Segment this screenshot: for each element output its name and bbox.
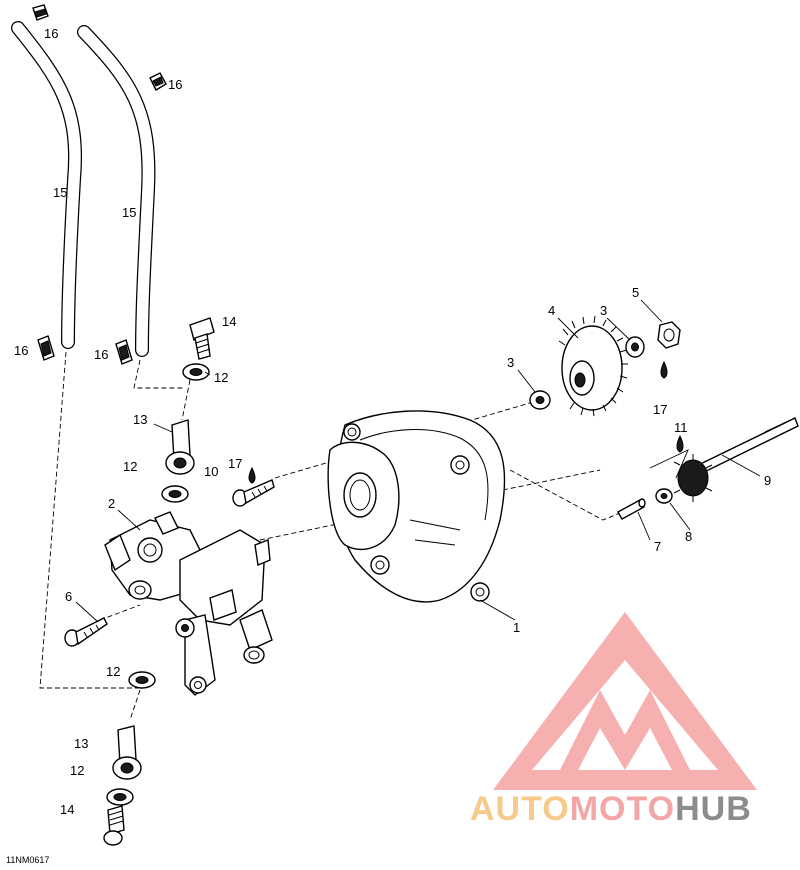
callout-12-mid: 12: [123, 459, 137, 474]
callout-12-bottom: 12: [70, 763, 84, 778]
hose-left: [11, 21, 82, 349]
adhesive-drop-11: [676, 434, 684, 453]
callout-2: 2: [108, 496, 115, 511]
svg-text:AUTOMOTOHUB: AUTOMOTOHUB: [470, 790, 752, 828]
callout-5: 5: [632, 285, 639, 300]
callout-13-top: 13: [133, 412, 147, 427]
callout-13-bottom: 13: [74, 736, 88, 751]
callout-16-bottom-left: 16: [14, 343, 28, 358]
nut-5: [657, 321, 681, 349]
callout-6: 6: [65, 589, 72, 604]
washer-3-right: [625, 336, 645, 358]
leader-lines: [75, 299, 761, 623]
pump-cover: [327, 410, 506, 603]
callout-1: 1: [513, 620, 520, 635]
drawing-reference-code: 11NM0617: [6, 855, 49, 865]
washer-3-left: [529, 390, 551, 410]
hose-clamp-top-left: [32, 4, 49, 21]
watermark-logo: AUTOMOTOHUB: [470, 612, 757, 828]
banjo-bolt-top: [189, 317, 215, 360]
sealing-washer-lower: [128, 671, 156, 689]
hose-clamp-bottom-left: [37, 335, 55, 361]
callout-17-right: 17: [653, 402, 667, 417]
callout-14-bottom: 14: [60, 802, 74, 817]
callout-12-lower: 12: [106, 664, 120, 679]
hose-clamp-top-right: [149, 72, 167, 91]
callout-7: 7: [654, 539, 661, 554]
adhesive-drop-17-right: [660, 360, 668, 379]
hose-right: [77, 25, 156, 357]
watermark-m-shape: [560, 690, 690, 770]
callout-16-top-right: 16: [168, 77, 182, 92]
callout-3-left: 3: [507, 355, 514, 370]
callout-16-top-left: 16: [44, 26, 58, 41]
sealing-washer-mid: [161, 485, 189, 503]
pin-7: [617, 498, 646, 520]
screw-6: [64, 617, 108, 647]
sealing-washer-bottom: [106, 788, 134, 806]
watermark-text-hub: HUB: [675, 790, 752, 828]
callout-labels: 1 2 3 3 4 5 6 7 8 9 10 11 12 12 12 12 13…: [14, 26, 771, 817]
callout-15-left: 15: [53, 185, 67, 200]
callout-3-right: 3: [600, 303, 607, 318]
impeller-gear: [673, 454, 713, 502]
watermark-text-auto: AUTO: [470, 790, 570, 828]
hose-clamp-bottom-right: [115, 339, 133, 365]
adhesive-drop-17-left: [248, 466, 256, 484]
washer-8: [655, 488, 673, 504]
callout-12-top: 12: [214, 370, 228, 385]
callout-16-bottom-right: 16: [94, 347, 108, 362]
banjo-bolt-bottom: [103, 805, 125, 846]
screw-10: [232, 479, 275, 507]
callout-9: 9: [764, 473, 771, 488]
oil-pump-body: [104, 511, 273, 696]
hose-fitting-top: [165, 419, 195, 475]
callout-14-top: 14: [222, 314, 236, 329]
hose-fitting-bottom: [112, 725, 142, 780]
callout-8: 8: [685, 529, 692, 544]
callout-17-left: 17: [228, 456, 242, 471]
callout-11: 11: [674, 420, 688, 435]
callout-4: 4: [548, 303, 555, 318]
callout-10: 10: [204, 464, 218, 479]
callout-15-right: 15: [122, 205, 136, 220]
sealing-washer-top: [182, 363, 210, 381]
drive-gear: [558, 315, 628, 417]
watermark-text-moto: MOTO: [570, 790, 675, 828]
